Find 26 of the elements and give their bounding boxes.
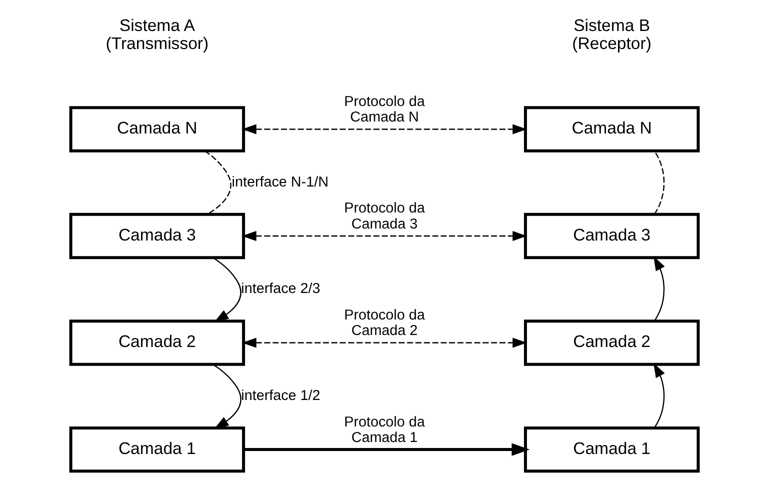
node-box: Camada 1	[524, 426, 700, 473]
node-box: Camada 2	[524, 320, 700, 366]
node-box: Camada N	[69, 106, 246, 152]
arrow	[242, 124, 527, 134]
arrow	[242, 338, 527, 348]
edge-label: Protocolo da Camada 2	[344, 307, 425, 340]
node-box: Camada 1	[69, 426, 246, 473]
node-box: Camada N	[524, 106, 700, 152]
edge-label: interface 1/2	[241, 388, 320, 404]
connector	[654, 150, 665, 215]
arrow	[654, 363, 665, 428]
arrow	[654, 256, 665, 322]
edge-label: interface 2/3	[241, 281, 320, 298]
node-box: Camada 3	[524, 212, 700, 260]
node-box: Camada 2	[69, 320, 246, 366]
arrow	[212, 364, 242, 429]
node-box: Camada 3	[69, 212, 246, 260]
arrow	[244, 443, 530, 456]
connector	[204, 150, 232, 215]
edge-label: interface N-1/N	[232, 174, 328, 190]
edge-label: Protocolo da Camada N	[344, 94, 425, 126]
label: Sistema A (Transmissor)	[106, 16, 209, 54]
label: Sistema B (Receptor)	[572, 16, 652, 54]
edge-label: Protocolo da Camada 3	[344, 200, 425, 232]
arrow	[212, 257, 242, 322]
edge-label: Protocolo da Camada 1	[344, 414, 425, 446]
